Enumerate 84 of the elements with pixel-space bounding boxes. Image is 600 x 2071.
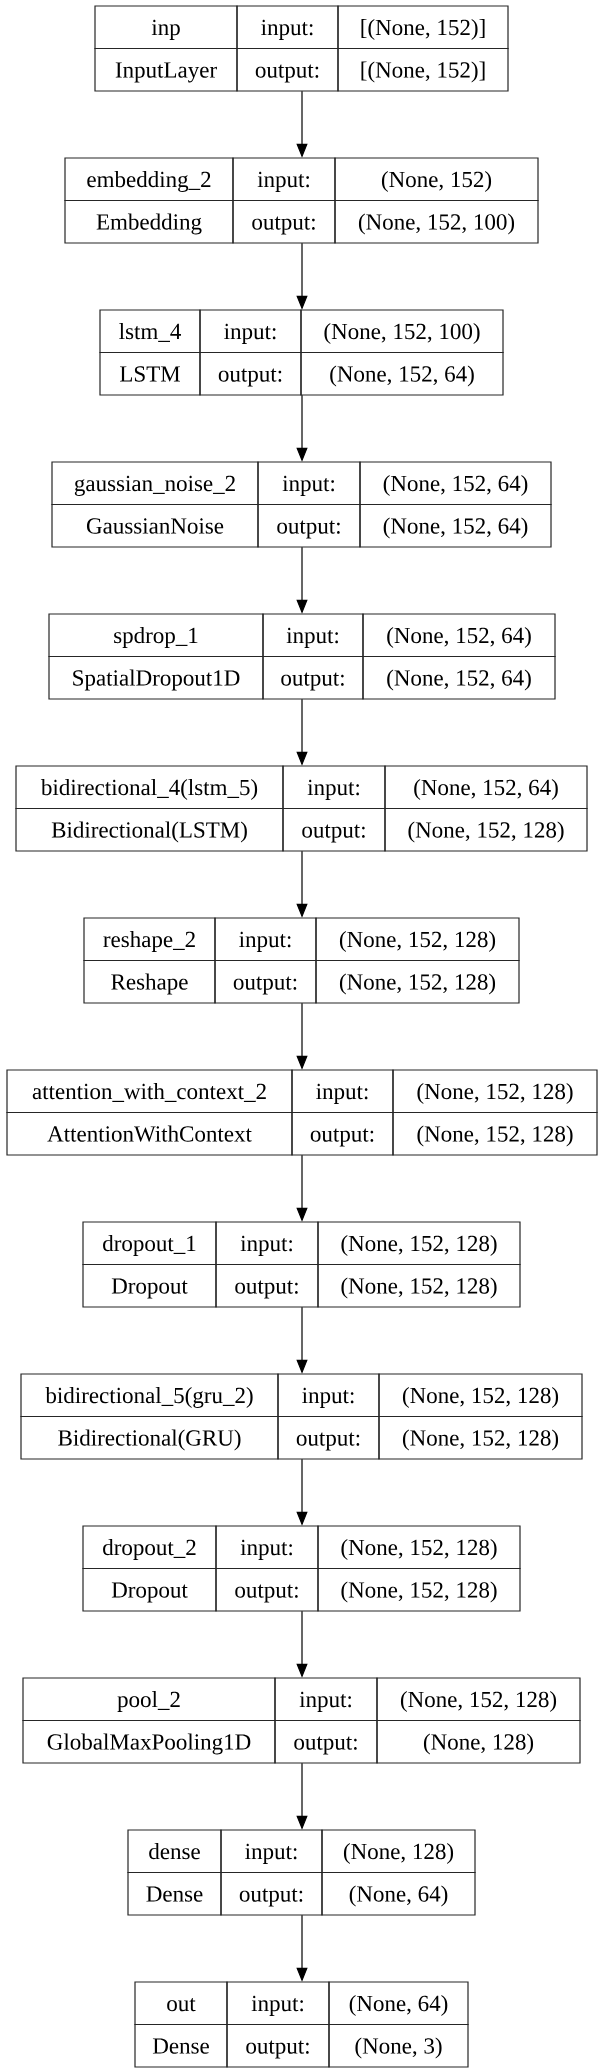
table-cell: (None, 152, 128) <box>315 959 520 1004</box>
table-cell: (None, 64) <box>321 1871 476 1916</box>
table-cell: Embedding <box>64 199 234 244</box>
table-cell: SpatialDropout1D <box>48 655 264 700</box>
table-cell: (None, 152, 128) <box>315 917 520 962</box>
table-cell: input: <box>214 917 317 962</box>
table-cell: (None, 152, 100) <box>334 199 539 244</box>
table-cell: Dropout <box>82 1263 217 1308</box>
table-cell: input: <box>226 1981 330 2026</box>
table-cell: lstm_4 <box>99 309 201 354</box>
table-cell: spdrop_1 <box>48 613 264 658</box>
table-cell: input: <box>262 613 364 658</box>
table-cell: reshape_2 <box>83 917 216 962</box>
table-cell: output: <box>199 351 302 396</box>
table-cell: input: <box>257 461 361 506</box>
table-cell: (None, 152, 128) <box>384 807 588 852</box>
table-cell: (None, 152, 64) <box>359 503 552 548</box>
table-cell: input: <box>277 1373 380 1418</box>
table-cell: (None, 152, 128) <box>317 1221 521 1266</box>
table-cell: (None, 152, 128) <box>376 1677 581 1722</box>
table-cell: pool_2 <box>22 1677 276 1722</box>
table-cell: Reshape <box>83 959 216 1004</box>
table-cell: (None, 152, 64) <box>384 765 588 810</box>
table-cell: (None, 152, 100) <box>300 309 504 354</box>
table-cell: output: <box>274 1719 378 1764</box>
table-cell: input: <box>236 5 339 50</box>
table-cell: (None, 128) <box>321 1829 476 1874</box>
table-cell: input: <box>232 157 336 202</box>
table-cell: dropout_1 <box>82 1221 217 1266</box>
table-cell: InputLayer <box>94 47 238 92</box>
table-cell: Dropout <box>82 1567 217 1612</box>
table-cell: (None, 64) <box>328 1981 469 2026</box>
table-cell: (None, 152) <box>334 157 539 202</box>
table-cell: embedding_2 <box>64 157 234 202</box>
table-cell: input: <box>282 765 386 810</box>
table-cell: (None, 152, 64) <box>362 613 556 658</box>
table-cell: output: <box>262 655 364 700</box>
table-cell: output: <box>220 1871 323 1916</box>
table-cell: Dense <box>134 2023 228 2068</box>
table-cell: output: <box>282 807 386 852</box>
table-cell: output: <box>277 1415 380 1460</box>
table-cell: bidirectional_5(gru_2) <box>20 1373 279 1418</box>
table-cell: input: <box>215 1221 319 1266</box>
table-cell: output: <box>215 1567 319 1612</box>
table-cell: input: <box>199 309 302 354</box>
table-cell: (None, 3) <box>328 2023 469 2068</box>
table-cell: (None, 152, 64) <box>362 655 556 700</box>
table-cell: (None, 128) <box>376 1719 581 1764</box>
table-cell: Dense <box>127 1871 222 1916</box>
table-cell: output: <box>215 1263 319 1308</box>
table-cell: [(None, 152)] <box>337 5 509 50</box>
table-cell: output: <box>257 503 361 548</box>
table-cell: GaussianNoise <box>51 503 259 548</box>
table-cell: dropout_2 <box>82 1525 217 1570</box>
table-cell: (None, 152, 128) <box>317 1263 521 1308</box>
table-cell: (None, 152, 128) <box>378 1373 583 1418</box>
table-cell: (None, 152, 64) <box>359 461 552 506</box>
table-cell: (None, 152, 128) <box>317 1567 521 1612</box>
table-cell: output: <box>232 199 336 244</box>
table-cell: output: <box>291 1111 394 1156</box>
table-cell: output: <box>214 959 317 1004</box>
table-cell: (None, 152, 64) <box>300 351 504 396</box>
table-cell: LSTM <box>99 351 201 396</box>
table-cell: output: <box>226 2023 330 2068</box>
table-cell: GlobalMaxPooling1D <box>22 1719 276 1764</box>
table-cell: input: <box>274 1677 378 1722</box>
table-cell: (None, 152, 128) <box>378 1415 583 1460</box>
table-cell: AttentionWithContext <box>6 1111 293 1156</box>
table-cell: [(None, 152)] <box>337 47 509 92</box>
table-cell: gaussian_noise_2 <box>51 461 259 506</box>
table-cell: input: <box>215 1525 319 1570</box>
table-cell: dense <box>127 1829 222 1874</box>
table-cell: inp <box>94 5 238 50</box>
table-cell: (None, 152, 128) <box>392 1111 598 1156</box>
table-cell: input: <box>291 1069 394 1114</box>
table-cell: (None, 152, 128) <box>392 1069 598 1114</box>
table-cell: out <box>134 1981 228 2026</box>
table-cell: Bidirectional(GRU) <box>20 1415 279 1460</box>
table-cell: bidirectional_4(lstm_5) <box>15 765 284 810</box>
table-cell: attention_with_context_2 <box>6 1069 293 1114</box>
table-cell: output: <box>236 47 339 92</box>
table-cell: input: <box>220 1829 323 1874</box>
table-cell: Bidirectional(LSTM) <box>15 807 284 852</box>
table-cell: (None, 152, 128) <box>317 1525 521 1570</box>
